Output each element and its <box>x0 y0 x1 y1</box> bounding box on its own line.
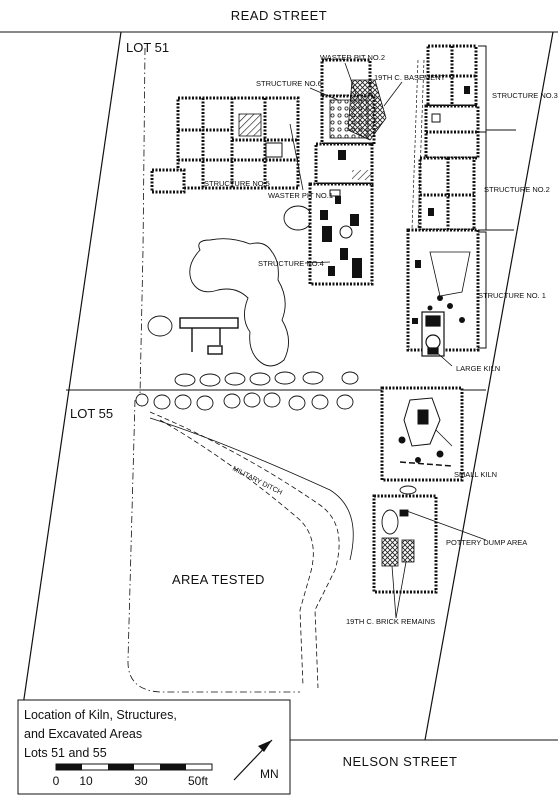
leader-lines <box>289 62 487 619</box>
east-drain-lines <box>411 59 425 231</box>
bracket-ticks <box>486 129 516 231</box>
label-structure-3: STRUCTURE NO.3 <box>492 91 558 100</box>
area-tested-outline <box>127 399 300 693</box>
military-ditch-label: MILITARY DITCH <box>231 466 283 497</box>
structure-5 <box>176 96 300 190</box>
label-waster-pit-2: WASTER PIT NO.2 <box>320 53 385 62</box>
brick-remains-1 <box>381 537 399 567</box>
lot-label-55: LOT 55 <box>70 406 113 421</box>
lot-boundary-west <box>17 31 122 741</box>
small-kiln <box>398 397 453 467</box>
bracket-structure-3 <box>478 45 487 133</box>
bracket-structure-1 <box>478 231 487 349</box>
north-label: MN <box>260 767 279 781</box>
label-structure-2: STRUCTURE NO.2 <box>484 185 550 194</box>
label-brick-remains: 19TH C. BRICK REMAINS <box>346 617 435 626</box>
label-small-kiln: SMALL KILN <box>454 470 497 479</box>
lot-boundary-east <box>424 31 554 741</box>
scale-bar <box>55 763 213 771</box>
structure-1-inner-area <box>429 251 471 297</box>
scale-tick-30: 30 <box>134 774 148 788</box>
military-ditch <box>149 411 354 689</box>
scale-tick-10: 10 <box>79 774 93 788</box>
label-waster-pit-1: WASTER PIT NO.1 <box>268 191 333 200</box>
label-structure-4: STRUCTURE NO.4 <box>258 259 324 268</box>
label-structure-6: STRUCTURE NO.6 <box>256 79 322 88</box>
basement-area <box>347 79 387 141</box>
legend-line-3: Lots 51 and 55 <box>24 746 107 760</box>
label-large-kiln: LARGE KILN <box>456 364 500 373</box>
legend-line-2: and Excavated Areas <box>24 727 142 741</box>
street-label-nelson: NELSON STREET <box>343 754 458 769</box>
scale-tick-50ft: 50ft <box>188 774 209 788</box>
legend-box: Location of Kiln, Structures, and Excava… <box>17 699 291 795</box>
large-kiln <box>421 311 445 357</box>
timber-frame-feature <box>179 317 239 355</box>
label-structure-1: STRUCTURE NO. 1 <box>478 291 546 300</box>
bracket-structure-2 <box>478 131 487 231</box>
structure-5-hatched-area <box>238 113 262 137</box>
pottery-dump-area <box>381 485 417 535</box>
lot-label-51: LOT 51 <box>126 40 169 55</box>
scale-tick-0: 0 <box>53 774 60 788</box>
north-arrow-icon <box>233 739 273 781</box>
legend-line-1: Location of Kiln, Structures, <box>24 708 177 722</box>
label-19th-basement: 19TH C. BASEMENT <box>374 73 446 82</box>
brick-remains-2 <box>401 539 415 563</box>
structure-4-excavation-pits <box>320 150 372 278</box>
street-label-read: READ STREET <box>231 8 328 23</box>
label-pottery-dump: POTTERY DUMP AREA <box>446 538 527 547</box>
dashdot-line-north <box>139 47 146 396</box>
structure-1-excavation-pits <box>412 86 470 324</box>
label-structure-5: STRUCTURE NO.5 <box>204 179 270 188</box>
structure-5-annex <box>150 168 186 194</box>
structure-5-pit <box>265 142 283 158</box>
label-area-tested: AREA TESTED <box>172 572 265 587</box>
